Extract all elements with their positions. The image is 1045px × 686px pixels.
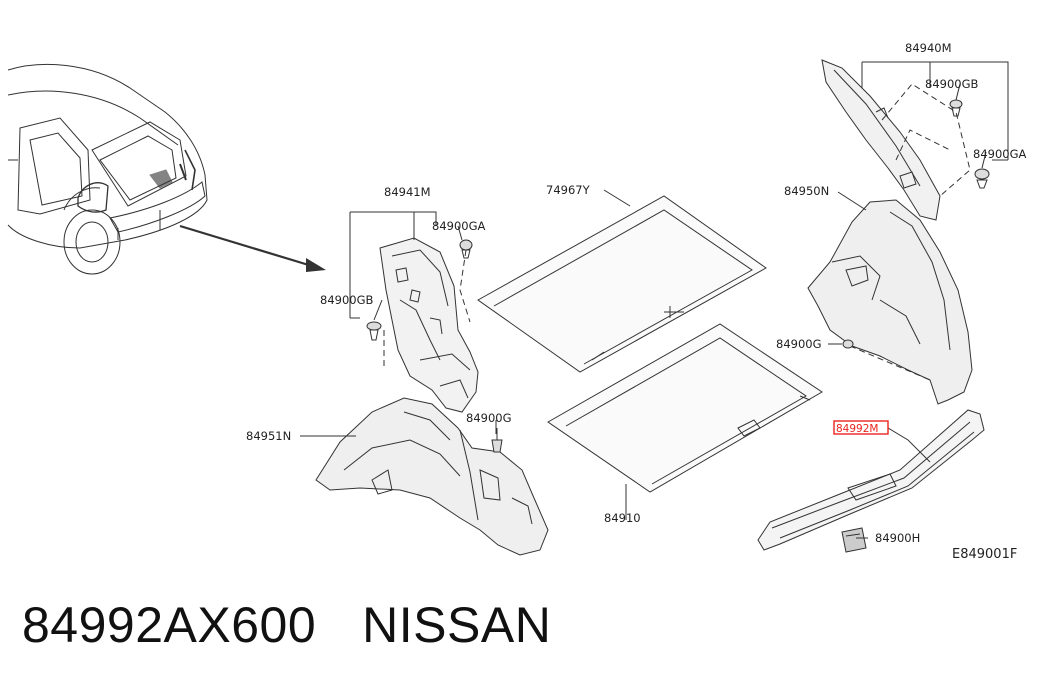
clip-84900GB-left — [366, 321, 382, 341]
part-84941M-pillar-trim — [379, 237, 479, 413]
part-84951N-side-finisher — [315, 397, 549, 556]
label-84900GA-left: 84900GA — [432, 219, 485, 233]
part-84910-floor-board — [547, 323, 823, 493]
direction-arrow — [179, 224, 326, 272]
label-84900G-right: 84900G — [776, 337, 822, 351]
clip-84900G-right — [842, 339, 854, 349]
label-84900H: 84900H — [875, 531, 920, 545]
label-84900GA-right: 84900GA — [973, 147, 1026, 161]
clip-84900G-left — [491, 428, 503, 453]
caption: 84992AX600 NISSAN — [22, 596, 551, 654]
clip-84900GA-left — [459, 239, 473, 259]
label-84950N: 84950N — [784, 184, 829, 198]
label-84900GB-left: 84900GB — [320, 293, 373, 307]
part-84992-step-plate — [757, 409, 985, 551]
vehicle-rear-illustration — [7, 63, 208, 275]
leader-84940M — [861, 61, 1009, 161]
label-84992-highlighted: 84992M — [836, 423, 878, 435]
clip-84900H — [841, 527, 867, 553]
part-84940M-upper-trim — [821, 59, 941, 221]
diagram-code: E849001F — [952, 547, 1017, 562]
label-84940M: 84940M — [905, 41, 952, 55]
caption-part-number: 84992AX600 — [22, 597, 317, 653]
label-84941M: 84941M — [384, 185, 431, 199]
part-74967Y-board — [477, 195, 767, 373]
label-74967Y: 74967Y — [546, 183, 591, 197]
caption-maker: NISSAN — [362, 597, 552, 653]
leader-84941M — [349, 211, 437, 319]
part-84940M-guides — [881, 83, 971, 197]
label-84900GB-right: 84900GB — [925, 77, 978, 91]
part-84941M-guides — [383, 249, 471, 368]
label-leaders — [300, 83, 987, 539]
part-84950N-side-finisher — [807, 199, 973, 405]
label-84910: 84910 — [604, 511, 641, 525]
clip-84900GA-right — [974, 168, 990, 189]
label-84900G-left: 84900G — [466, 411, 512, 425]
label-84951N: 84951N — [246, 429, 291, 443]
highlight-box-84992 — [833, 420, 889, 435]
part-84950N-guides — [849, 345, 931, 381]
